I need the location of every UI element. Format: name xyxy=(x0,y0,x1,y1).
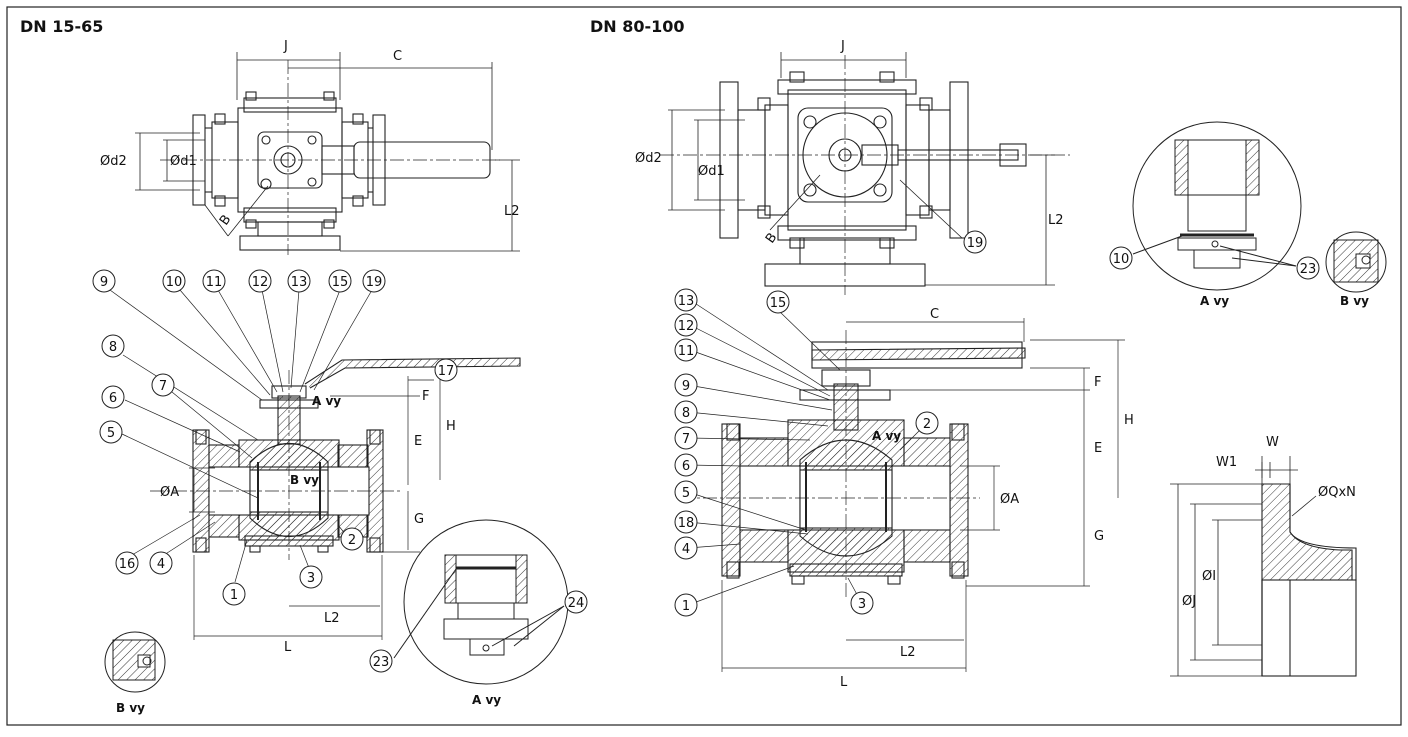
balloon-4: 4 xyxy=(157,557,165,572)
label-avy-inner-left: A vy xyxy=(312,394,341,408)
right-detail-a xyxy=(1132,121,1302,291)
right-detail-b xyxy=(1325,231,1387,293)
balloon-13: 13 xyxy=(291,275,308,290)
left-detail-b xyxy=(104,631,166,693)
balloon-19: 19 xyxy=(366,275,383,290)
balloon-15-right: 15 xyxy=(770,296,787,311)
dim-g-right: G xyxy=(1094,529,1104,544)
dim-g-left: G xyxy=(414,512,424,527)
drawing-frame xyxy=(6,6,1402,726)
balloon-23-right: 23 xyxy=(1300,262,1317,277)
balloon-4-right: 4 xyxy=(682,542,690,557)
left-detail-a xyxy=(393,519,569,685)
dim-w1-flange: W1 xyxy=(1216,455,1237,470)
balloon-16: 16 xyxy=(119,557,136,572)
dim-qxn-flange: ØQxN xyxy=(1318,485,1356,500)
right-section-leaders xyxy=(687,299,1125,672)
left-section-view xyxy=(150,357,521,560)
dim-e-right: E xyxy=(1094,441,1102,456)
balloon-13-right: 13 xyxy=(678,294,695,309)
dim-h-left: H xyxy=(446,419,456,434)
balloon-18-right: 18 xyxy=(678,516,695,531)
dim-h-right: H xyxy=(1124,413,1134,428)
balloon-3: 3 xyxy=(307,571,315,586)
dim-d1-right-top: Ød1 xyxy=(698,164,725,179)
dim-j-right-top: J xyxy=(840,39,845,54)
balloon-11: 11 xyxy=(206,275,223,290)
right-section-view xyxy=(680,330,1026,600)
balloon-7-right: 7 xyxy=(682,432,690,447)
dim-d1-left-top: Ød1 xyxy=(170,154,197,169)
dim-l2-right-top: L2 xyxy=(1048,213,1064,228)
label-bvy-left-detail: B vy xyxy=(116,701,145,715)
balloon-19-right: 19 xyxy=(967,236,984,251)
dim-e-left: E xyxy=(414,434,422,449)
balloon-10-right: 10 xyxy=(1113,252,1130,267)
label-bvy-right-detail: B vy xyxy=(1340,294,1369,308)
dim-f-right: F xyxy=(1094,375,1101,390)
flange-dimensions xyxy=(1170,456,1317,677)
balloon-8: 8 xyxy=(109,340,117,355)
dim-f-left: F xyxy=(422,389,429,404)
balloon-1: 1 xyxy=(230,588,238,603)
balloon-7: 7 xyxy=(159,379,167,394)
dim-d2-left-top: Ød2 xyxy=(100,154,127,169)
left-top-view xyxy=(160,60,500,255)
right-balloons: 13 12 11 15 9 8 7 6 5 18 4 1 3 2 xyxy=(674,288,939,617)
balloon-9-right: 9 xyxy=(682,379,690,394)
balloon-12-right: 12 xyxy=(678,319,695,334)
label-avy-right-detail: A vy xyxy=(1200,294,1229,308)
balloon-5: 5 xyxy=(107,426,115,441)
dim-d2-right-top: Ød2 xyxy=(635,151,662,166)
dim-l2-right: L2 xyxy=(900,645,916,660)
label-avy-inner-right: A vy xyxy=(872,429,901,443)
balloon-11-right: 11 xyxy=(678,344,695,359)
dim-i-flange: ØI xyxy=(1202,569,1216,584)
balloon-9: 9 xyxy=(100,275,108,290)
label-bvy-inner-left: B vy xyxy=(290,473,319,487)
dim-l2-left-top: L2 xyxy=(504,204,520,219)
title-dn-80-100: DN 80-100 xyxy=(590,17,685,36)
dim-l2-left: L2 xyxy=(324,611,340,626)
balloon-1-right: 1 xyxy=(682,599,690,614)
balloon-24-left: 24 xyxy=(568,596,585,611)
dim-w-flange: W xyxy=(1266,435,1279,450)
left-section-leaders xyxy=(109,289,441,640)
title-dn-15-65: DN 15-65 xyxy=(20,17,103,36)
balloon-6-right: 6 xyxy=(682,459,690,474)
dim-c-left-top: C xyxy=(393,49,402,64)
flange-detail xyxy=(1261,483,1357,677)
balloon-23-left: 23 xyxy=(373,655,390,670)
label-avy-left-detail: A vy xyxy=(472,693,501,707)
dim-l-right: L xyxy=(840,675,848,690)
dim-a-left: ØA xyxy=(160,485,179,500)
left-top-dimensions xyxy=(135,52,520,252)
dim-c-right: C xyxy=(930,307,939,322)
balloon-6: 6 xyxy=(109,391,117,406)
balloon-12: 12 xyxy=(252,275,269,290)
dim-a-right: ØA xyxy=(1000,492,1019,507)
balloon-2-right: 2 xyxy=(923,417,931,432)
balloon-15: 15 xyxy=(332,275,349,290)
dim-l-left: L xyxy=(284,640,292,655)
balloon-2: 2 xyxy=(348,533,356,548)
balloon-8-right: 8 xyxy=(682,406,690,421)
right-top-view xyxy=(660,55,1070,295)
dim-b-left-top: B xyxy=(217,212,234,228)
dim-j-flange: ØJ xyxy=(1182,594,1196,609)
left-balloons: 9 10 11 12 13 15 19 17 8 6 7 5 16 4 1 3 … xyxy=(92,269,458,606)
balloon-5-right: 5 xyxy=(682,486,690,501)
balloon-3-right: 3 xyxy=(858,597,866,612)
dim-j-left-top: J xyxy=(283,39,288,54)
balloon-17: 17 xyxy=(438,364,455,379)
balloon-10: 10 xyxy=(166,275,183,290)
right-top-dimensions xyxy=(668,52,1055,286)
